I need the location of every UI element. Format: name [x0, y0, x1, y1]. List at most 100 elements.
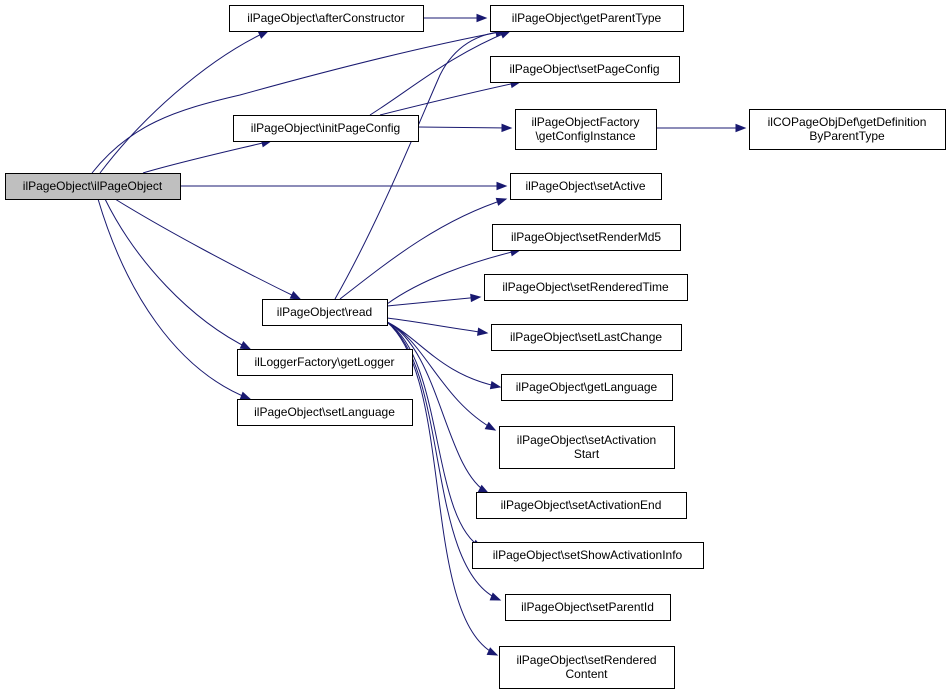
edge-line	[97, 198, 251, 400]
node-setShowActivationInfo[interactable]: ilPageObject\setShowActivationInfo	[472, 542, 704, 569]
node-box	[476, 492, 687, 519]
edge-getConfigInstance-to-getDefinitionByParentType	[656, 123, 747, 133]
node-label: ilPageObject\getLanguage	[516, 380, 658, 394]
node-getConfigInstance[interactable]: ilPageObjectFactory\getConfigInstance	[515, 109, 657, 150]
arrowhead	[496, 181, 508, 191]
arrowhead	[489, 380, 502, 390]
edge-line	[417, 126, 512, 129]
node-label: ilPageObjectFactory	[531, 115, 639, 129]
node-setRenderMd5[interactable]: ilPageObject\setRenderMd5	[492, 224, 681, 251]
node-label: ilPageObject\setRenderedTime	[502, 280, 669, 294]
node-afterConstructor[interactable]: ilPageObject\afterConstructor	[229, 5, 424, 32]
edge-line	[339, 198, 507, 300]
node-box	[515, 109, 657, 150]
node-label: Content	[565, 667, 608, 681]
edge-line	[386, 321, 496, 431]
edge-root-to-read	[114, 198, 302, 300]
node-box	[237, 399, 413, 426]
node-getParentType[interactable]: ilPageObject\getParentType	[490, 5, 684, 32]
nodes-layer: ilPageObject\ilPageObject ilPageObject\af…	[5, 5, 946, 689]
node-read[interactable]: ilPageObject\read	[262, 299, 388, 326]
arrowhead	[484, 421, 497, 431]
node-box	[237, 349, 413, 376]
node-label: ilPageObject\setParentId	[521, 600, 654, 614]
edge-line	[386, 321, 483, 549]
node-label: ilPageObject\setActivationEnd	[501, 498, 662, 512]
edge-line	[99, 30, 269, 174]
edge-initPageConfig-to-setPageConfig	[379, 79, 522, 116]
node-getLanguage[interactable]: ilPageObject\getLanguage	[501, 374, 673, 401]
node-label: ilPageObject\setLastChange	[510, 330, 662, 344]
edge-line	[114, 198, 301, 300]
node-box	[233, 115, 419, 142]
edge-line	[379, 81, 521, 116]
node-box	[490, 5, 684, 32]
edge-root-to-setActive	[180, 181, 508, 191]
edge-line	[386, 296, 481, 307]
arrowhead	[489, 592, 502, 601]
node-label: ilPageObject\setRenderMd5	[511, 230, 661, 244]
node-label: ilPageObject\getParentType	[512, 11, 662, 25]
edge-afterConstructor-to-getParentType	[423, 13, 488, 23]
node-getLogger[interactable]: ilLoggerFactory\getLogger	[237, 349, 413, 376]
node-label: ByParentType	[809, 129, 885, 143]
node-label: ilPageObject\read	[277, 305, 372, 319]
node-label: ilPageObject\setActive	[525, 179, 645, 193]
node-setRenderedTime[interactable]: ilPageObject\setRenderedTime	[484, 274, 688, 301]
node-box	[5, 173, 181, 200]
edge-line	[386, 321, 489, 494]
node-setActivationEnd[interactable]: ilPageObject\setActivationEnd	[476, 492, 687, 519]
arrowhead	[239, 391, 252, 400]
node-label: ilPageObject\setLanguage	[254, 405, 395, 419]
node-box	[484, 274, 688, 301]
node-box	[491, 324, 682, 351]
edge-read-to-getParentType	[334, 27, 512, 300]
node-initPageConfig[interactable]: ilPageObject\initPageConfig	[233, 115, 419, 142]
node-box	[229, 5, 424, 32]
edge-line	[386, 317, 488, 334]
edge-read-to-setParentId	[386, 321, 502, 601]
arrowhead	[477, 327, 489, 336]
node-root[interactable]: ilPageObject\ilPageObject	[5, 173, 181, 200]
arrowhead	[486, 647, 499, 656]
node-label: ilLoggerFactory\getLogger	[254, 355, 394, 369]
node-box	[490, 56, 680, 83]
edges-layer	[91, 13, 747, 656]
edge-root-to-getParentType	[91, 28, 507, 174]
edge-line	[386, 249, 521, 305]
edge-line	[91, 30, 506, 174]
edge-read-to-setActivationStart	[386, 321, 497, 431]
arrowhead	[289, 291, 302, 300]
node-setActive[interactable]: ilPageObject\setActive	[510, 173, 662, 200]
node-label: \getConfigInstance	[535, 129, 635, 143]
node-setLanguage[interactable]: ilPageObject\setLanguage	[237, 399, 413, 426]
edge-read-to-setRenderedTime	[386, 293, 482, 307]
edge-root-to-setLanguage	[97, 198, 252, 400]
edge-line	[104, 198, 251, 350]
arrowhead	[501, 123, 513, 133]
node-setParentId[interactable]: ilPageObject\setParentId	[505, 594, 671, 621]
edge-initPageConfig-to-getConfigInstance	[417, 123, 513, 133]
edge-root-to-afterConstructor	[99, 30, 270, 174]
node-setPageConfig[interactable]: ilPageObject\setPageConfig	[490, 56, 680, 83]
edge-initPageConfig-to-getParentType	[369, 30, 512, 116]
node-box	[262, 299, 388, 326]
arrowhead	[470, 293, 482, 303]
arrowhead	[476, 13, 488, 23]
arrowhead	[735, 123, 747, 133]
edge-read-to-setLastChange	[386, 317, 489, 336]
node-box	[505, 594, 671, 621]
node-box	[472, 542, 704, 569]
node-box	[499, 426, 675, 469]
edge-line	[142, 140, 272, 174]
edge-line	[369, 30, 511, 116]
node-label: ilPageObject\setRendered	[516, 653, 656, 667]
node-label: ilPageObject\setActivation	[517, 433, 656, 447]
node-setLastChange[interactable]: ilPageObject\setLastChange	[491, 324, 682, 351]
edge-line	[386, 321, 501, 601]
node-box	[492, 224, 681, 251]
